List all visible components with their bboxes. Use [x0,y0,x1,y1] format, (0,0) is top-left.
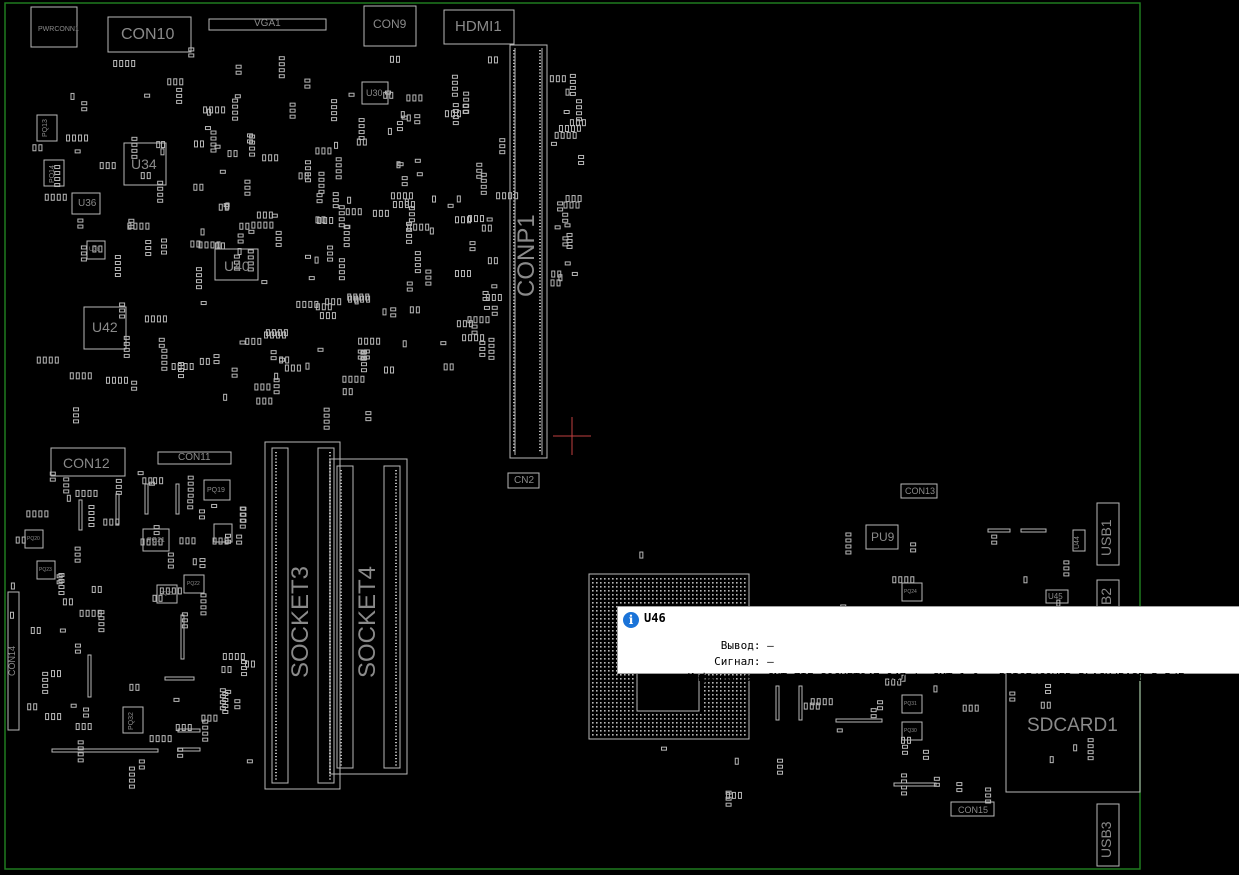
label-pu9: PU9 [871,530,895,544]
label-u40: U40 [224,258,250,274]
label-pq14: PQ14 [49,165,56,183]
socket3-inner-l [271,447,289,784]
label-usb1: USB1 [1098,519,1114,556]
u-small-outline [213,523,233,543]
label-vga1: VGA1 [254,18,281,29]
tooltip-value: — [767,655,774,668]
board-outline [4,2,1141,870]
socket3-inner-r [317,447,335,784]
pq25-outline [156,584,178,604]
con10-outline [107,16,192,53]
pq19-outline [203,479,231,501]
pq31-outline [901,694,923,714]
label-pq25: PQ25 [160,591,173,597]
label-con12: CON12 [63,455,110,471]
label-u44: U44 [1074,536,1081,549]
u30-outline [361,81,389,105]
tooltip-key: Сигнал: [714,655,761,668]
label-u38: U38 [89,247,101,253]
info-icon: i [623,612,639,628]
tooltip-value: CNT ZIF SOCKET947 947pin SMT 1.0mm BEIGE… [767,671,1185,684]
socket4-outline [329,458,408,775]
label-sdcard1: SDCARD1 [1027,715,1118,736]
u38-outline [86,240,106,260]
tooltip-row-info: Информация: CNT ZIF SOCKET947 947pin SMT… [644,658,1185,697]
u42-outline [83,306,127,350]
label-con9: CON9 [373,17,407,31]
label-con10: CON10 [121,26,175,43]
u40-outline [214,248,259,281]
con11-outline [157,451,232,465]
socket-pin-rows [275,50,541,780]
label-hdmi1: HDMI1 [455,18,502,35]
con9-outline [363,5,417,47]
label-pq24: PQ24 [904,589,917,595]
label-u30: U30 [366,88,383,98]
label-u34: U34 [131,156,157,172]
label-pq19: PQ19 [207,487,225,494]
cn2-outline [507,472,540,489]
label-socket4: SOCKET4 [354,565,381,678]
pwrconn-outline [30,6,78,48]
label-pq20: PQ20 [27,536,40,542]
tooltip-row-signal: Сигнал: — [644,642,774,681]
component-info-tooltip: i U46 Вывод: — Сигнал: — Информация: CNT… [617,606,1239,684]
pq23-outline [36,560,56,580]
pq13-outline [36,114,58,142]
u34-outline [123,142,167,186]
con15-outline [950,801,995,817]
con13-outline [900,483,938,499]
tooltip-key: Вывод: [720,639,761,652]
con14-outline [7,591,20,731]
tooltip-row-pin: Вывод: — [644,626,774,665]
pq30-outline [901,721,923,741]
label-pq32: PQ32 [128,712,135,730]
tooltip-key: Информация: [687,671,761,684]
usb3-outline [1096,803,1120,867]
label-u42: U42 [92,319,118,335]
socket3-outline [264,441,341,790]
label-con11: CON11 [178,452,211,463]
hdmi1-outline [443,9,515,45]
label-con14: CON14 [7,645,17,676]
crosshair-marker [553,417,591,455]
label-con15: CON15 [958,805,989,815]
label-pq23: PQ23 [39,567,52,573]
pq22-outline [183,574,205,594]
pq32-outline [122,706,144,734]
label-pq13: PQ13 [42,119,49,137]
usb1-outline [1096,502,1120,566]
label-cn2: CN2 [514,475,535,486]
smd-pads [9,47,1096,807]
u44-outline [1072,529,1086,552]
label-con13: CON13 [905,486,936,496]
u36-outline [71,192,101,215]
tooltip-value: — [767,639,774,652]
label-u45: U45 [1048,592,1063,601]
label-pq30: PQ30 [904,728,917,734]
label-pq31: PQ31 [904,701,917,707]
label-socket3: SOCKET3 [287,565,314,678]
label-u36: U36 [78,198,97,209]
conp1-outline [509,44,548,459]
label-usb2: B2 [1098,587,1114,605]
vga1-outline [208,18,327,31]
label-pwrconn: PWRCONN1 [38,26,79,33]
pq14-outline [43,159,65,187]
label-pq21: PQ21 [147,537,165,544]
label-usb3: USB3 [1098,821,1114,858]
pu9-outline [865,524,899,550]
label-conp1: CONP1 [513,214,540,297]
socket4-inner-l [336,465,354,769]
label-pq22: PQ22 [187,581,200,587]
socket4-inner-r [383,465,401,769]
con12-outline [50,447,126,477]
tooltip-title: U46 [644,611,666,625]
